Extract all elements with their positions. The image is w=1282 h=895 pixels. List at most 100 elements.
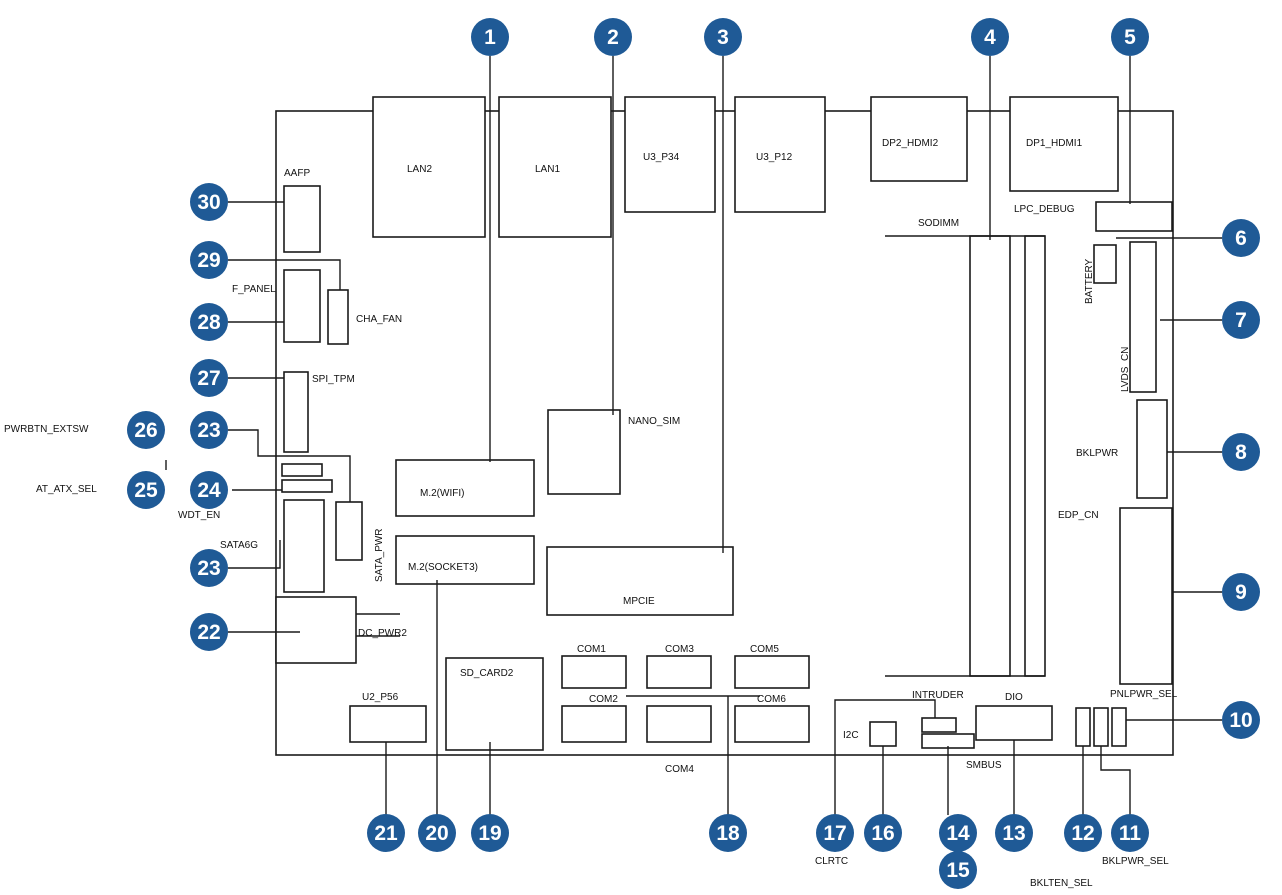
callout-17: 17 [816, 814, 854, 852]
label-spi-tpm: SPI_TPM [312, 374, 355, 385]
svg-text:17: 17 [823, 822, 846, 845]
dc-pwr2-connector [275, 596, 357, 664]
svg-text:27: 27 [197, 367, 220, 390]
svg-text:12: 12 [1071, 822, 1094, 845]
callout-10: 10 [1222, 701, 1260, 739]
label-bklpwr-sel: BKLPWR_SEL [1102, 856, 1169, 867]
board-outline [275, 110, 1174, 756]
label-com2: COM2 [589, 694, 618, 705]
m2-wifi-slot [395, 459, 535, 517]
jumper-pair-bottom [281, 479, 333, 493]
label-edp-cn: EDP_CN [1058, 510, 1099, 521]
usb-u3-p12-port [734, 96, 826, 213]
label-dio: DIO [1005, 692, 1023, 703]
pnlpwr-sel-jumper [1111, 707, 1127, 747]
label-com4: COM4 [665, 764, 694, 775]
cha-fan-connector [327, 289, 349, 345]
bklpwr-connector [1136, 399, 1168, 499]
label-dc-pwr2: DC_PWR2 [358, 628, 407, 639]
leader-lines [165, 56, 1222, 815]
svg-text:6: 6 [1235, 227, 1247, 250]
callout-5: 5 [1111, 18, 1149, 56]
callout-4: 4 [971, 18, 1009, 56]
com3-header [646, 655, 712, 689]
label-bklpwr: BKLPWR [1076, 448, 1118, 459]
callout-12: 12 [1064, 814, 1102, 852]
usb-u2-p56-header [349, 705, 427, 743]
callout-21: 21 [367, 814, 405, 852]
label-pnlpwr-sel: PNLPWR_SEL [1110, 689, 1178, 700]
callout-27: 27 [190, 359, 228, 397]
svg-text:11: 11 [1119, 822, 1142, 845]
callout-29: 29 [190, 241, 228, 279]
svg-text:2: 2 [607, 26, 619, 49]
svg-text:16: 16 [871, 822, 894, 845]
svg-text:15: 15 [946, 859, 970, 882]
svg-text:30: 30 [197, 191, 220, 214]
lvds-connector [1129, 241, 1157, 393]
label-wdt-en: WDT_EN [178, 510, 220, 521]
label-dp1-hdmi1: DP1_HDMI1 [1026, 138, 1083, 149]
sodimm-latch-rail [1024, 235, 1046, 677]
label-smbus: SMBUS [966, 760, 1002, 771]
svg-text:14: 14 [946, 822, 970, 845]
sd-card-slot [445, 657, 544, 751]
label-mpcie: MPCIE [623, 596, 655, 607]
lpc-debug-header [1095, 201, 1173, 232]
callout-28: 28 [190, 303, 228, 341]
label-u3-p12: U3_P12 [756, 152, 793, 163]
label-cha-fan: CHA_FAN [356, 314, 402, 325]
svg-text:26: 26 [134, 419, 157, 442]
label-com5: COM5 [750, 644, 779, 655]
label-dp2-hdmi2: DP2_HDMI2 [882, 138, 939, 149]
svg-text:20: 20 [425, 822, 448, 845]
callout-20: 20 [418, 814, 456, 852]
callout-9: 9 [1222, 573, 1260, 611]
edp-connector [1119, 507, 1173, 685]
callout-18: 18 [709, 814, 747, 852]
label-i2c: I2C [843, 730, 859, 741]
svg-text:9: 9 [1235, 581, 1247, 604]
label-u3-p34: U3_P34 [643, 152, 680, 163]
svg-text:4: 4 [984, 26, 996, 49]
lan1-port [498, 96, 612, 238]
sata-pwr-connector [335, 501, 363, 561]
svg-text:21: 21 [374, 822, 398, 845]
svg-text:25: 25 [134, 479, 158, 502]
callout-7: 7 [1222, 301, 1260, 339]
svg-text:28: 28 [197, 311, 221, 334]
callout-16: 16 [864, 814, 902, 852]
sata6g-connector [283, 499, 325, 593]
callout-13: 13 [995, 814, 1033, 852]
label-battery: BATTERY [1084, 258, 1095, 304]
battery-connector [1093, 244, 1117, 284]
callout-2: 2 [594, 18, 632, 56]
usb-u3-p34-port [624, 96, 716, 213]
mpcie-slot [546, 546, 734, 616]
svg-text:13: 13 [1002, 822, 1025, 845]
label-aafp: AAFP [284, 168, 310, 179]
callout-3: 3 [704, 18, 742, 56]
label-clrtc: CLRTC [815, 856, 848, 867]
label-f-panel: F_PANEL [232, 284, 276, 295]
callout-30: 30 [190, 183, 228, 221]
label-at-atx-sel: AT_ATX_SEL [36, 484, 97, 495]
svg-text:23: 23 [197, 557, 220, 580]
dp2-hdmi2-port [870, 96, 968, 182]
label-sata-pwr: SATA_PWR [374, 528, 385, 582]
smbus-header [921, 733, 975, 749]
label-sodimm: SODIMM [918, 218, 959, 229]
label-lvds-cn: LVDS_CN [1120, 347, 1131, 392]
label-pwrbtn-extsw: PWRBTN_EXTSW [4, 424, 89, 435]
svg-text:10: 10 [1229, 709, 1252, 732]
callout-markers: 1 2 3 4 5 6 7 8 9 10 11 12 13 14 15 16 1… [127, 18, 1260, 889]
svg-text:3: 3 [717, 26, 729, 49]
callout-23-sata-pwr: 23 [190, 411, 228, 449]
label-lan1: LAN1 [535, 164, 560, 175]
svg-text:1: 1 [484, 26, 496, 49]
callout-22: 22 [190, 613, 228, 651]
label-lan2: LAN2 [407, 164, 432, 175]
callout-1: 1 [471, 18, 509, 56]
dio-header [975, 705, 1053, 741]
